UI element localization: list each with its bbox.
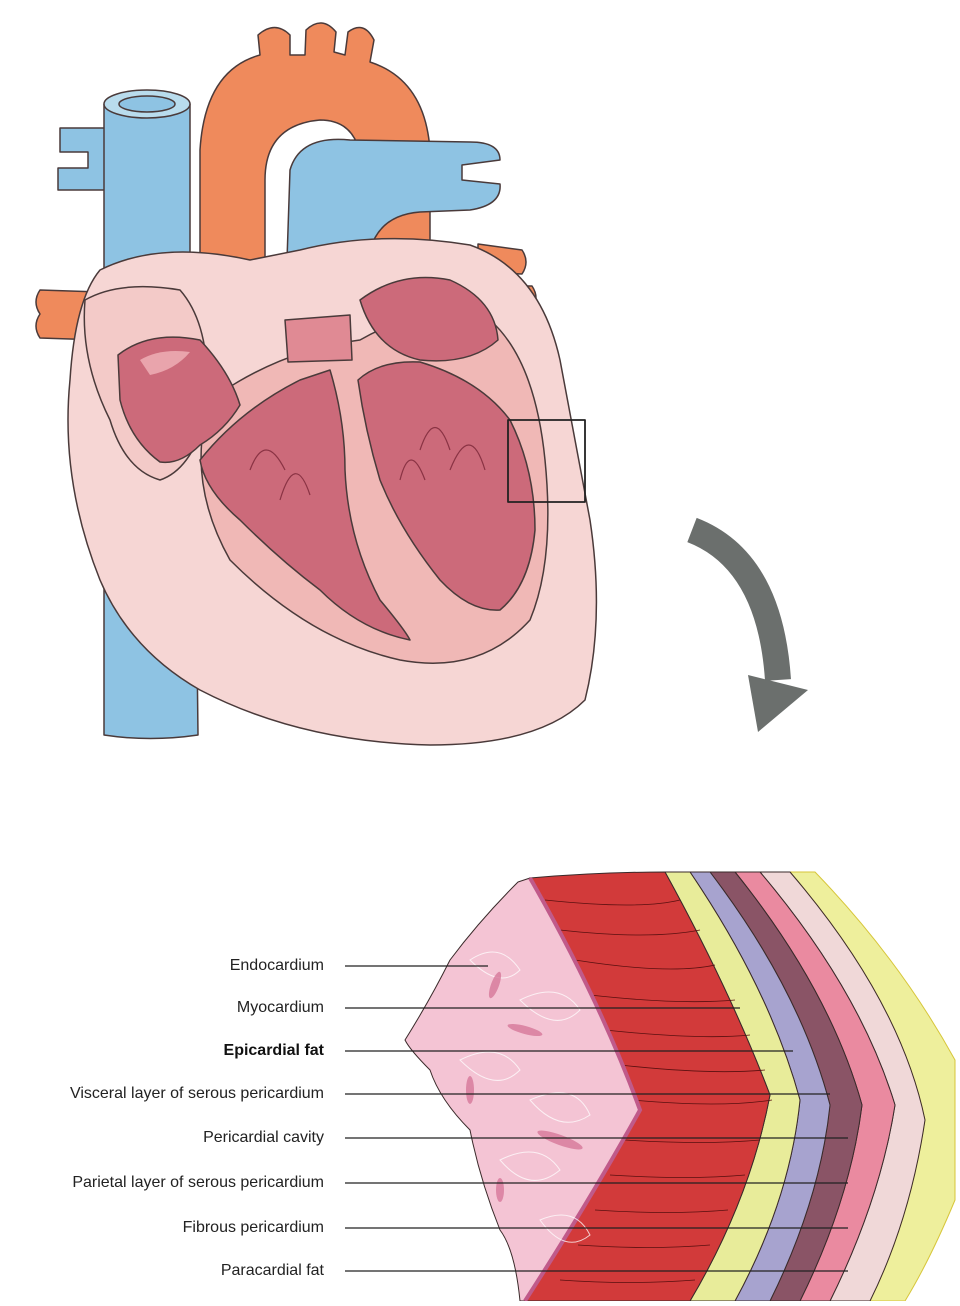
heart-wall-layers (405, 872, 955, 1301)
label-fibrous-pericardium: Fibrous pericardium (183, 1219, 324, 1237)
pulmonary-valve (285, 315, 352, 362)
label-parietal-layer: Parietal layer of serous pericardium (72, 1174, 324, 1192)
zoom-arrow-icon (692, 530, 808, 732)
label-paracardial-fat: Paracardial fat (221, 1262, 324, 1280)
label-endocardium: Endocardium (230, 957, 324, 975)
label-epicardial-fat: Epicardial fat (224, 1042, 324, 1060)
heart-illustration (36, 23, 596, 745)
label-visceral-layer: Visceral layer of serous pericardium (70, 1085, 324, 1103)
label-pericardial-cavity: Pericardial cavity (203, 1129, 324, 1147)
svc-lumen (119, 96, 175, 112)
label-myocardium: Myocardium (237, 999, 324, 1017)
